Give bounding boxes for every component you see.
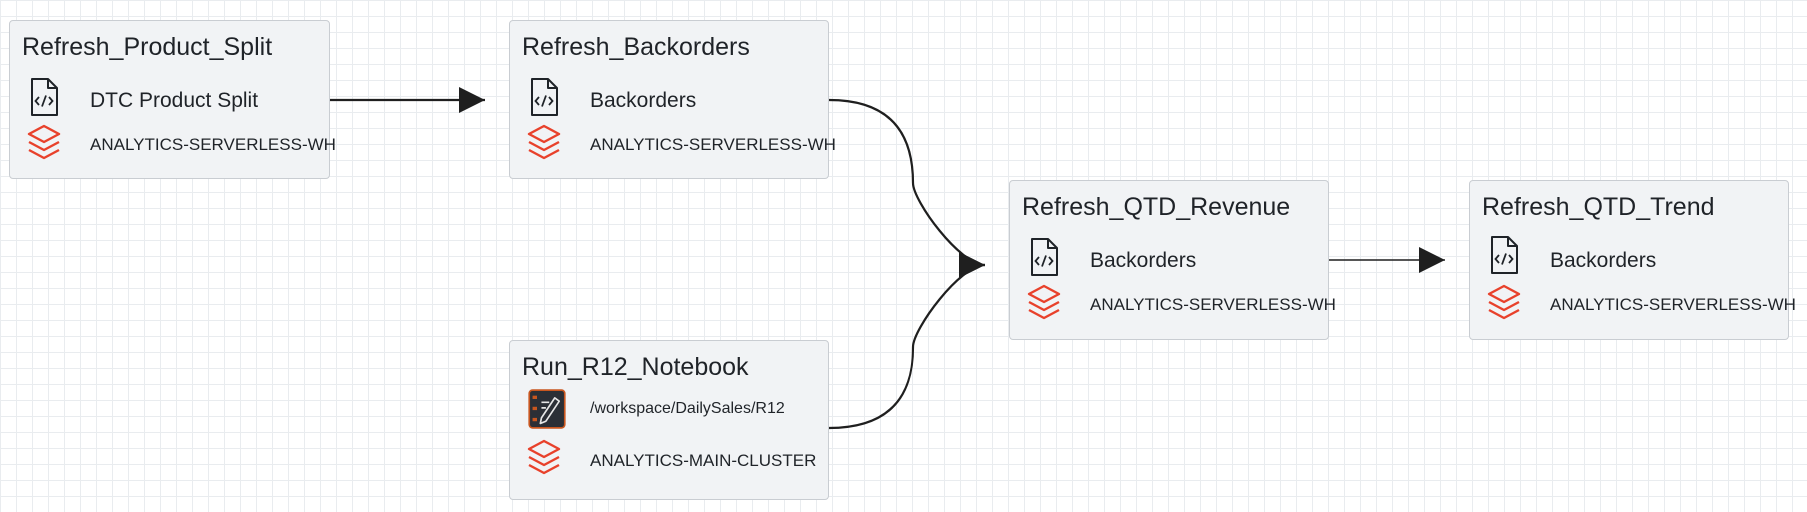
task-source-label: /workspace/DailySales/R12 bbox=[590, 400, 785, 417]
task-source-label: DTC Product Split bbox=[90, 89, 259, 112]
task-node-title: Refresh_Backorders bbox=[522, 33, 750, 61]
notebook-icon bbox=[528, 389, 566, 429]
task-node-refresh-qtd-revenue[interactable]: Refresh_QTD_Revenue Backorders ANALYTICS… bbox=[1009, 180, 1336, 340]
databricks-stack-icon bbox=[526, 438, 562, 478]
task-source-label: Backorders bbox=[1550, 249, 1657, 272]
databricks-stack-icon bbox=[1486, 283, 1522, 323]
databricks-stack-icon bbox=[26, 123, 62, 163]
task-node-refresh-qtd-trend[interactable]: Refresh_QTD_Trend Backorders ANALYTICS-S… bbox=[1469, 180, 1796, 340]
sql-file-icon bbox=[1028, 237, 1060, 277]
task-node-refresh-backorders[interactable]: Refresh_Backorders Backorders ANALYTICS-… bbox=[509, 20, 836, 179]
task-source-label: Backorders bbox=[590, 89, 697, 112]
databricks-stack-icon bbox=[526, 123, 562, 163]
task-node-title: Refresh_QTD_Trend bbox=[1482, 193, 1715, 221]
compute-cluster-label: ANALYTICS-SERVERLESS-WH bbox=[590, 135, 836, 154]
sql-file-icon bbox=[1488, 235, 1520, 275]
compute-cluster-label: ANALYTICS-MAIN-CLUSTER bbox=[590, 451, 817, 470]
compute-cluster-label: ANALYTICS-SERVERLESS-WH bbox=[90, 135, 336, 154]
compute-cluster-label: ANALYTICS-SERVERLESS-WH bbox=[1090, 295, 1336, 314]
edge-r12-notebook-to-qtd-revenue bbox=[828, 252, 986, 430]
sql-file-icon bbox=[28, 77, 60, 117]
task-node-title: Run_R12_Notebook bbox=[522, 353, 749, 381]
task-source-label: Backorders bbox=[1090, 249, 1197, 272]
task-node-run-r12-notebook[interactable]: Run_R12_Notebook /workspace/DailySales/R… bbox=[509, 340, 829, 500]
task-node-title: Refresh_QTD_Revenue bbox=[1022, 193, 1291, 221]
edge-backorders-to-qtd-revenue bbox=[828, 98, 986, 278]
compute-cluster-label: ANALYTICS-SERVERLESS-WH bbox=[1550, 295, 1796, 314]
databricks-stack-icon bbox=[1026, 283, 1062, 323]
sql-file-icon bbox=[528, 77, 560, 117]
task-node-title: Refresh_Product_Split bbox=[22, 33, 273, 61]
task-node-refresh-product-split[interactable]: Refresh_Product_Split DTC Product Split … bbox=[9, 20, 336, 179]
